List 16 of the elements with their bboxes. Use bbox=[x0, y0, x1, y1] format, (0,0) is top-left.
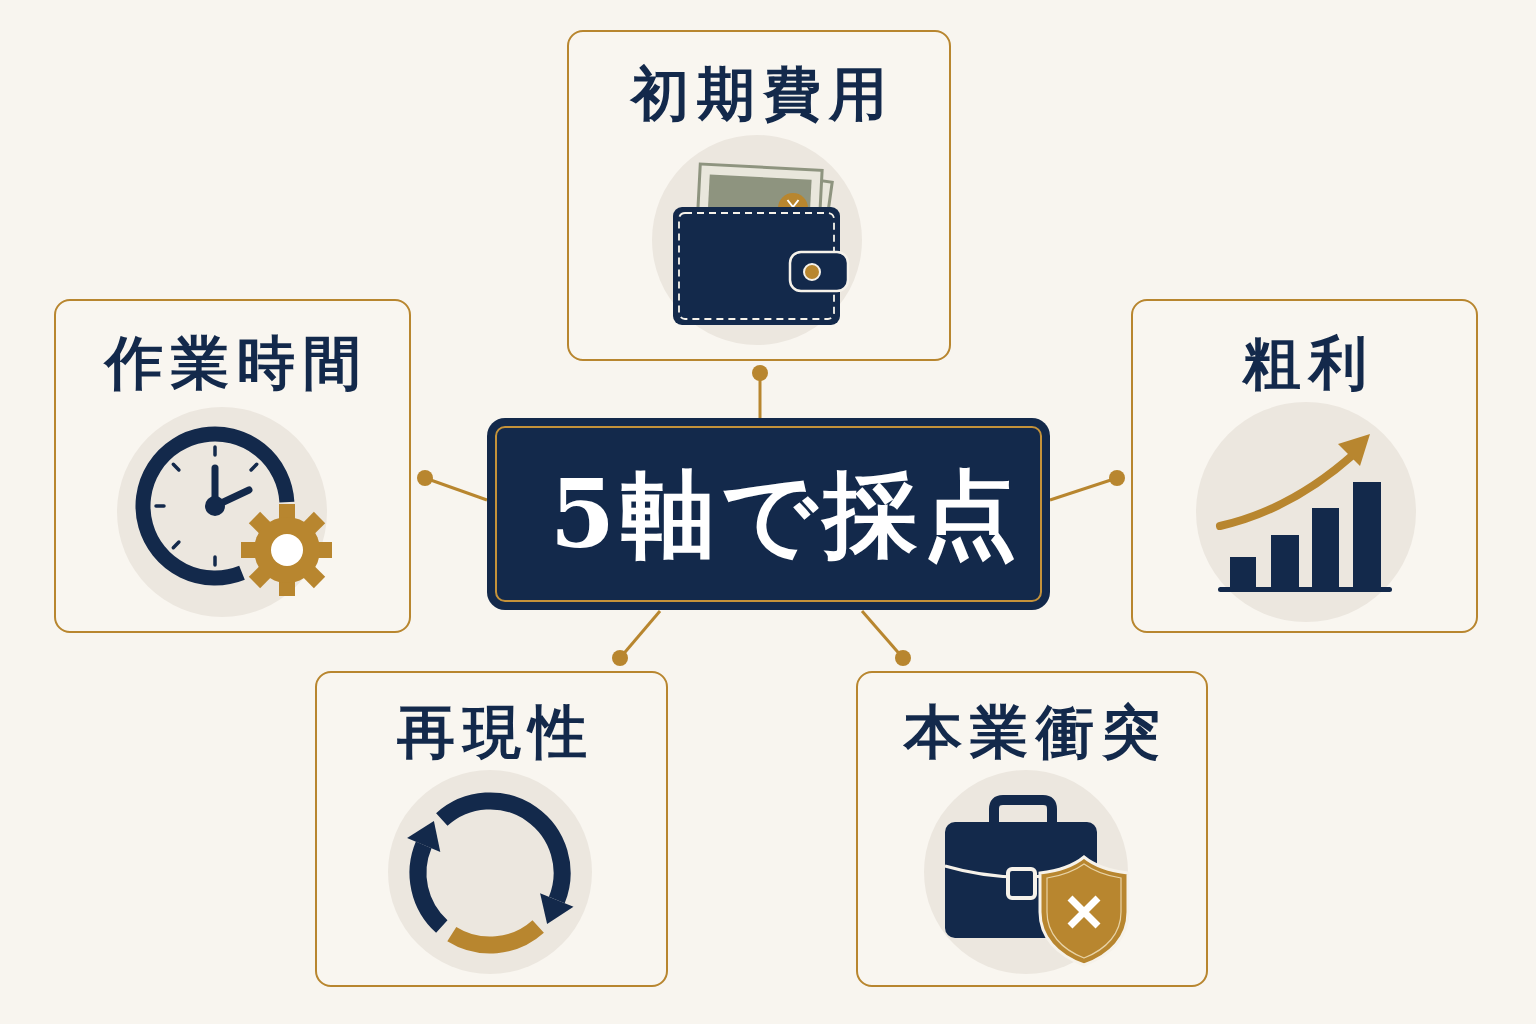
category-card bbox=[567, 30, 951, 361]
connector-line bbox=[612, 610, 662, 666]
card-title: 作業時間 bbox=[102, 334, 369, 392]
card-title: 再現性 bbox=[395, 703, 595, 761]
category-card bbox=[54, 299, 411, 633]
card-title: 初期費用 bbox=[629, 65, 895, 123]
connector-line bbox=[860, 610, 911, 666]
connector-line bbox=[417, 470, 488, 502]
category-card bbox=[315, 671, 668, 987]
category-card bbox=[1131, 299, 1478, 633]
connector-line bbox=[752, 365, 768, 418]
card-title: 本業衝突 bbox=[902, 703, 1168, 761]
category-card bbox=[856, 671, 1208, 987]
connector-line bbox=[1049, 470, 1125, 502]
card-title: 粗利 bbox=[1241, 334, 1375, 392]
title-panel bbox=[487, 418, 1050, 610]
